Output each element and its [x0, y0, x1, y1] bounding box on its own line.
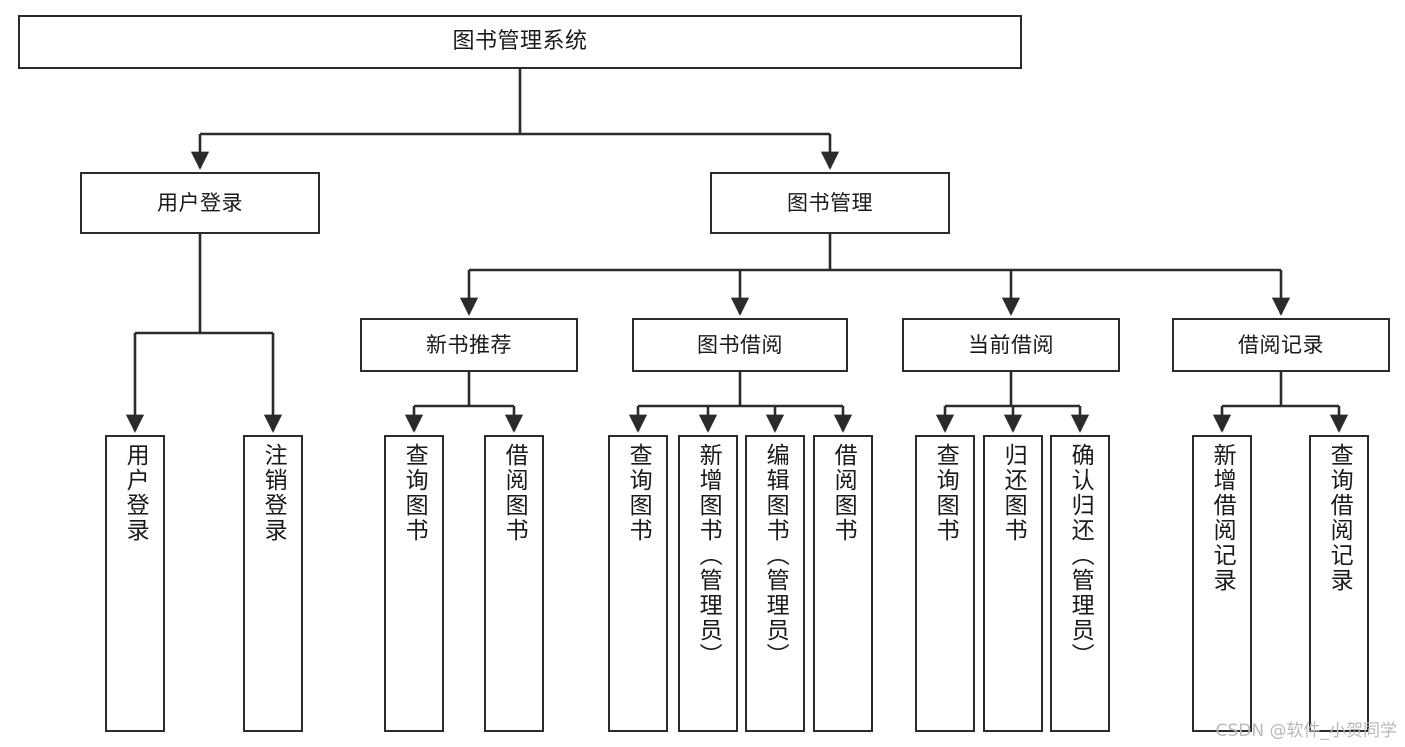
node-leaf-add-book-admin[interactable]: 新增图书（管理员）	[678, 435, 738, 732]
node-current-borrowing[interactable]: 当前借阅	[902, 318, 1120, 372]
node-label: 编辑图书（管理员）	[762, 443, 789, 668]
node-leaf-query-books-recommend[interactable]: 查询图书	[384, 435, 444, 732]
node-leaf-edit-book-admin[interactable]: 编辑图书（管理员）	[745, 435, 805, 732]
node-leaf-borrow-books-recommend[interactable]: 借阅图书	[484, 435, 544, 732]
node-label: 图书管理	[787, 190, 873, 215]
node-label: 借阅记录	[1238, 332, 1324, 357]
node-label: 查询图书	[401, 443, 428, 543]
node-user-login[interactable]: 用户登录	[80, 172, 320, 234]
node-label: 图书借阅	[697, 332, 783, 357]
node-label: 当前借阅	[968, 332, 1054, 357]
node-label: 图书管理系统	[452, 29, 588, 55]
node-root-book-management-system[interactable]: 图书管理系统	[18, 15, 1022, 69]
node-label: 借阅图书	[830, 443, 857, 543]
node-label: 查询图书	[625, 443, 652, 543]
node-label: 新书推荐	[426, 332, 512, 357]
node-book-borrowing[interactable]: 图书借阅	[632, 318, 848, 372]
node-borrowing-record[interactable]: 借阅记录	[1172, 318, 1390, 372]
node-label: 新增图书（管理员）	[695, 443, 722, 668]
node-book-management[interactable]: 图书管理	[710, 172, 950, 234]
node-label: 借阅图书	[501, 443, 528, 543]
node-leaf-user-login[interactable]: 用户登录	[105, 435, 165, 732]
node-label: 新增借阅记录	[1209, 443, 1236, 593]
node-label: 查询借阅记录	[1326, 443, 1353, 593]
node-label: 用户登录	[122, 443, 149, 543]
node-label: 查询图书	[932, 443, 959, 543]
node-leaf-add-borrow-record[interactable]: 新增借阅记录	[1192, 435, 1252, 732]
node-leaf-borrow-books[interactable]: 借阅图书	[813, 435, 873, 732]
csdn-watermark: CSDN @软件_小贺同学	[1215, 721, 1397, 741]
node-leaf-query-borrow-record[interactable]: 查询借阅记录	[1309, 435, 1369, 732]
node-label: 注销登录	[260, 443, 287, 543]
node-leaf-return-books[interactable]: 归还图书	[983, 435, 1043, 732]
node-leaf-query-books-current[interactable]: 查询图书	[915, 435, 975, 732]
node-label: 确认归还（管理员）	[1067, 443, 1094, 668]
node-new-book-recommendation[interactable]: 新书推荐	[360, 318, 578, 372]
node-label: 归还图书	[1000, 443, 1027, 543]
node-label: 用户登录	[157, 190, 243, 215]
node-leaf-confirm-return-admin[interactable]: 确认归还（管理员）	[1050, 435, 1110, 732]
node-leaf-query-books-borrow[interactable]: 查询图书	[608, 435, 668, 732]
node-leaf-logout[interactable]: 注销登录	[243, 435, 303, 732]
